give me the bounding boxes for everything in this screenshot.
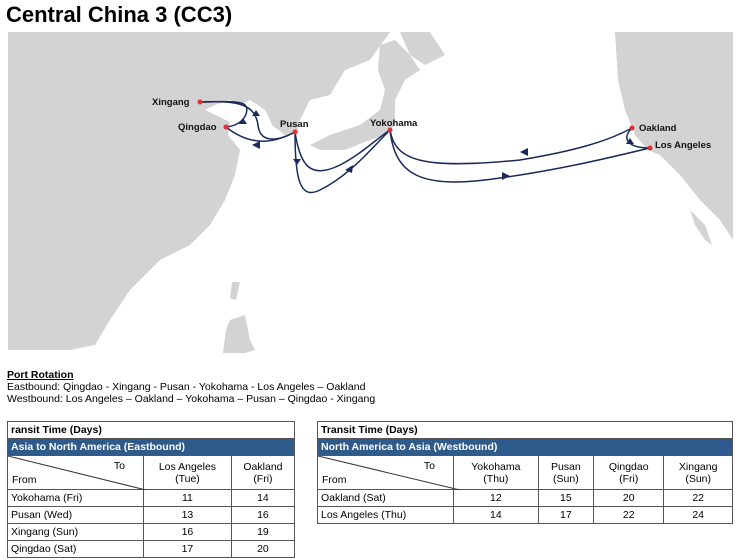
transit-days: 11	[143, 489, 232, 507]
transit-days: 22	[593, 506, 665, 524]
port-markers	[197, 99, 653, 151]
transit-days: 17	[537, 506, 595, 524]
westbound-transit-table: Transit Time (Days) North America to Asi…	[317, 421, 733, 524]
port-label: Yokohama	[370, 118, 418, 129]
land	[8, 32, 733, 353]
port-rotation: Port Rotation Eastbound: Qingdao - Xinga…	[7, 369, 375, 405]
rotation-heading: Port Rotation	[7, 369, 74, 381]
transit-days: 15	[537, 489, 595, 507]
eastbound-rotation: Eastbound: Qingdao - Xingang - Pusan - Y…	[7, 381, 366, 393]
row-from: Los Angeles (Thu)	[317, 506, 454, 524]
column-header: Oakland(Fri)	[230, 455, 296, 490]
transit-days: 12	[453, 489, 539, 507]
column-header: Los Angeles(Tue)	[143, 455, 232, 490]
transit-days: 19	[230, 523, 296, 541]
eastbound-transit-table: ransit Time (Days) Asia to North America…	[7, 421, 296, 558]
column-header: Qingdao(Fri)	[593, 455, 665, 490]
route-arrows	[239, 110, 634, 180]
column-header: Pusan(Sun)	[537, 455, 595, 490]
route-map: Xingang Qingdao Pusan Yokohama Oakland L…	[8, 32, 733, 353]
transit-days: 13	[143, 506, 232, 524]
transit-days: 20	[593, 489, 665, 507]
row-from: Xingang (Sun)	[7, 523, 144, 541]
port-label: Pusan	[280, 119, 309, 130]
transit-days: 14	[453, 506, 539, 524]
transit-days: 17	[143, 540, 232, 558]
port-label: Oakland	[639, 123, 677, 134]
transit-days: 14	[230, 489, 296, 507]
port-label: Qingdao	[178, 122, 217, 133]
row-from: Pusan (Wed)	[7, 506, 144, 524]
table-title: Transit Time (Days)	[317, 421, 733, 439]
routes	[199, 100, 651, 194]
transit-days: 16	[230, 506, 296, 524]
table-band: North America to Asia (Westbound)	[317, 438, 733, 456]
column-header: Yokohama(Thu)	[453, 455, 539, 490]
port-label: Los Angeles	[655, 140, 711, 151]
row-from: Oakland (Sat)	[317, 489, 454, 507]
westbound-rotation: Westbound: Los Angeles – Oakland – Yokoh…	[7, 393, 376, 405]
row-from: Qingdao (Sat)	[7, 540, 144, 558]
row-from: Yokohama (Fri)	[7, 489, 144, 507]
page-title: Central China 3 (CC3)	[6, 2, 233, 27]
port-label: Xingang	[152, 97, 190, 108]
table-band: Asia to North America (Eastbound)	[7, 438, 295, 456]
transit-days: 24	[663, 506, 733, 524]
transit-days: 22	[663, 489, 733, 507]
column-header: Xingang(Sun)	[663, 455, 733, 490]
transit-days: 20	[230, 540, 296, 558]
transit-days: 16	[143, 523, 232, 541]
table-title: ransit Time (Days)	[7, 421, 295, 439]
